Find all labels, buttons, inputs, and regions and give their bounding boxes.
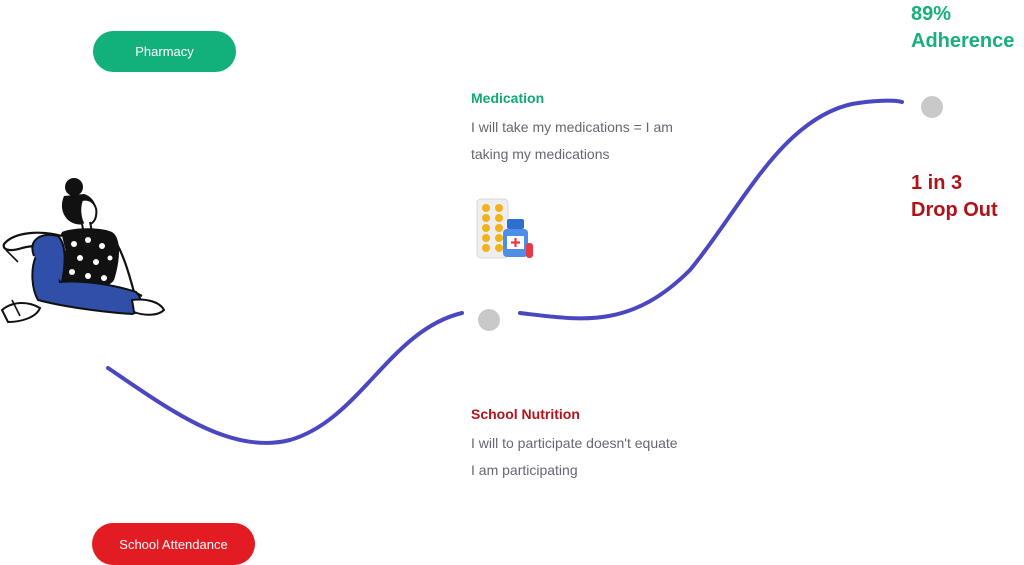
medication-heading: Medication <box>471 90 545 106</box>
midpoint-node <box>478 309 500 331</box>
seated-person-illustration <box>0 178 166 324</box>
adherence-label: Adherence <box>911 30 1015 52</box>
adherence-stat: 89% Adherence <box>911 1 1014 55</box>
endpoint-node <box>921 96 943 118</box>
school-attendance-pill[interactable]: School Attendance <box>92 523 255 565</box>
journey-curve <box>106 311 464 445</box>
school-nutrition-heading: School Nutrition <box>471 406 580 422</box>
school-nutrition-line-2: I am participating <box>471 462 578 478</box>
medication-line-2: taking my medications <box>471 146 610 162</box>
school-nutrition-block: School Nutrition I will to participate d… <box>471 406 678 484</box>
dropout-value: 1 in 3 <box>911 172 963 194</box>
school-nutrition-line-1: I will to participate doesn't equate <box>471 435 678 451</box>
dropout-stat: 1 in 3 Drop Out <box>911 170 998 224</box>
dropout-label: Drop Out <box>911 199 998 221</box>
school-attendance-pill-label: School Attendance <box>119 536 228 552</box>
journey-curve-upper <box>518 98 904 321</box>
medication-block: Medication I will take my medications = … <box>471 90 673 168</box>
pill-blister-and-bottle-icon <box>476 198 533 259</box>
medication-line-1: I will take my medications = I am <box>471 119 673 135</box>
adherence-value: 89% <box>911 3 952 25</box>
pharmacy-pill-label: Pharmacy <box>135 44 194 59</box>
pharmacy-pill[interactable]: Pharmacy <box>93 31 236 72</box>
